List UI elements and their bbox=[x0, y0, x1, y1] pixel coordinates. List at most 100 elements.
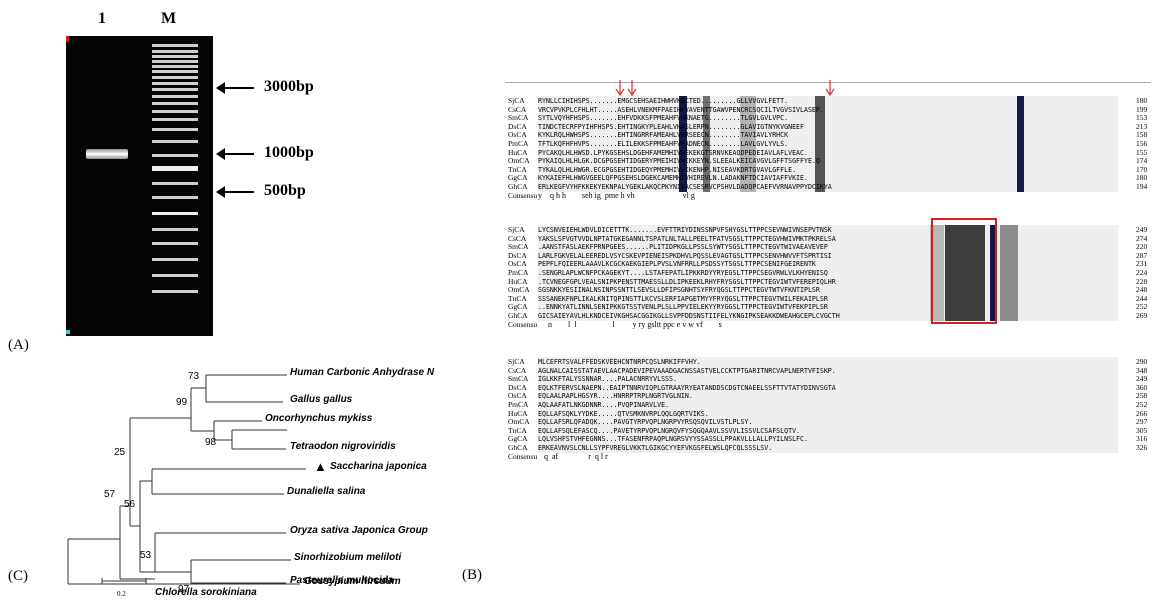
taxon-oryza: Oryza sativa Japonica Group bbox=[290, 525, 428, 536]
ladder-band bbox=[152, 70, 198, 73]
gel-image bbox=[66, 36, 213, 336]
red-arrows bbox=[615, 80, 835, 97]
sequence-row: TFTLKQFHFHVPS.......ELILEKKSFPMEAHFVHADN… bbox=[538, 140, 789, 148]
shade-b2-light bbox=[930, 225, 944, 321]
residue-count: 290 bbox=[1136, 357, 1148, 366]
species-name: OsCA bbox=[508, 259, 527, 269]
ladder-band bbox=[152, 82, 198, 85]
consensus-row: n l l l y ry gsltt ppc e v w vf s bbox=[538, 319, 722, 329]
sequence-row: AQLAAFATLNKGDNNR....PVQPINARVLVE. bbox=[538, 401, 670, 409]
arrow-500bp bbox=[216, 186, 254, 198]
species-name: OmCA bbox=[508, 285, 530, 295]
species-name: GgCA bbox=[508, 434, 528, 444]
sample-band bbox=[86, 149, 128, 159]
species-name: OmCA bbox=[508, 417, 530, 427]
panel-b-letter: (B) bbox=[462, 567, 482, 583]
species-name: DsCA bbox=[508, 121, 527, 131]
species-name: PmCA bbox=[508, 139, 529, 148]
species-name: SjCA bbox=[508, 225, 525, 234]
sequence-row: VRCVPVKPLCFHLHT.....ASEHLVNEKMFPAEIHFVAV… bbox=[538, 105, 824, 114]
sequence-row: YAKSLSFVGTVVDLNPTATGKEGANNLTSPATLNLTALLP… bbox=[538, 234, 836, 243]
shade-b2-mid bbox=[1000, 225, 1018, 321]
ladder-band bbox=[152, 95, 198, 98]
ladder-band bbox=[152, 102, 198, 105]
sequence-row: TINDCTECRFPYIHFHSPS.EHTINGKYPLEAHLVHASLE… bbox=[538, 122, 804, 131]
block2-bg bbox=[538, 225, 1118, 321]
species-name: DsCA bbox=[508, 250, 527, 260]
species-name: GgCA bbox=[508, 302, 528, 312]
marker-ladder bbox=[152, 44, 198, 293]
residue-count: 158 bbox=[1136, 130, 1148, 140]
species-name: PmCA bbox=[508, 268, 529, 277]
ladder-band bbox=[152, 76, 198, 79]
sequence-row: LYCSNVEIEHLWDVLDICETTTK.......EVFTTRIYDI… bbox=[538, 226, 832, 234]
ladder-band bbox=[152, 154, 198, 157]
phylogenetic-tree: 73 99 98 25 57 56 53 97 Human Carbonic A… bbox=[0, 350, 460, 602]
residue-count: 199 bbox=[1136, 104, 1148, 114]
ladder-band bbox=[152, 166, 198, 171]
bootstrap-97: 97 bbox=[178, 584, 190, 595]
sequence-row: .TCVNEGFGPLVEALSNIPKPENSTTMAESSLLDLIPKEE… bbox=[538, 277, 836, 286]
ladder-band bbox=[152, 88, 198, 91]
sequence-row: EQLAALRAPLHGSYR....HNRRPTRPLNGRTVGLNIN. bbox=[538, 392, 693, 401]
ladder-band bbox=[152, 60, 198, 63]
sequence-row: .AANSTFASLAEKFPRNPGEES......PLITIDPKGLLP… bbox=[538, 243, 828, 252]
scale-bar bbox=[101, 578, 147, 584]
taxon-tetraodon: Tetraodon nigroviridis bbox=[290, 441, 396, 452]
bootstrap-56: 56 bbox=[124, 499, 136, 510]
sequence-row: RYNLLCIHIHSPS.......EMGCSEHSAEIHWHVKECTE… bbox=[538, 97, 789, 105]
ladder-band bbox=[152, 50, 198, 53]
species-name: OsCA bbox=[508, 391, 527, 401]
sequence-row: SGSNKKYESIINALNSINPSSNTTLSEVSLLDFIPSGNHT… bbox=[538, 286, 820, 295]
ladder-band bbox=[152, 258, 198, 261]
species-name: GhCA bbox=[508, 311, 528, 320]
residue-count: 213 bbox=[1136, 121, 1148, 131]
taxon-sinorhizobium: Sinorhizobium meliloti bbox=[294, 552, 402, 563]
species-name: TnCA bbox=[508, 293, 527, 303]
species-name: HuCA bbox=[508, 147, 528, 157]
species-name: GgCA bbox=[508, 173, 528, 183]
tree-svg: 73 99 98 25 57 56 53 97 bbox=[67, 371, 306, 595]
species-name: TnCA bbox=[508, 164, 527, 174]
bootstrap-53: 53 bbox=[140, 550, 152, 561]
residue-count: 360 bbox=[1136, 382, 1148, 392]
top-rule bbox=[505, 82, 1151, 83]
sequence-row: EQLLAFSQKLYYDKE.....QTVSMKNVRPLQQLGQRTVI… bbox=[538, 409, 709, 418]
sequence-row: .SENGRLAPLWCNFPCKAGEKYT....LSTAFEPATLIPK… bbox=[538, 269, 828, 277]
ladder-band bbox=[152, 118, 198, 121]
species-name: DsCA bbox=[508, 382, 527, 392]
taxon-gossypium: Gossypium hirsuum bbox=[304, 576, 401, 587]
residue-count: 266 bbox=[1136, 408, 1148, 418]
lane-label-1: 1 bbox=[98, 10, 106, 27]
ladder-band bbox=[152, 128, 198, 131]
residue-count: 170 bbox=[1136, 164, 1148, 174]
species-name: OsCA bbox=[508, 130, 527, 140]
residue-count: 228 bbox=[1136, 276, 1148, 286]
consensus-label: Consensu bbox=[508, 451, 538, 461]
taxon-oncorhynchus: Oncorhynchus mykiss bbox=[265, 413, 373, 424]
lane-label-marker: M bbox=[161, 10, 177, 27]
residue-count: 180 bbox=[1136, 173, 1148, 183]
residue-count: 244 bbox=[1136, 293, 1148, 303]
bootstrap-25: 25 bbox=[114, 447, 126, 458]
species-name: GhCA bbox=[508, 443, 528, 452]
label-500bp: 500bp bbox=[264, 182, 306, 199]
residue-count: 231 bbox=[1136, 259, 1148, 269]
ladder-band bbox=[152, 55, 198, 58]
arrow-1000bp bbox=[216, 148, 254, 160]
residue-count: 224 bbox=[1136, 268, 1148, 277]
residue-count: 326 bbox=[1136, 443, 1148, 452]
species-name: HuCA bbox=[508, 276, 528, 286]
block3-bg bbox=[538, 357, 1118, 453]
sequence-row: SSSANEKFNPLIKALKNITQPINSTTLKCVSLERFIAPGE… bbox=[538, 294, 828, 303]
panel-c-letter: (C) bbox=[8, 568, 28, 584]
species-name: CsCA bbox=[508, 233, 527, 243]
shade-b2-navy bbox=[990, 225, 997, 321]
residue-count: 174 bbox=[1136, 156, 1148, 166]
taxon-dunaliella: Dunaliella salina bbox=[287, 486, 366, 497]
residue-count: 305 bbox=[1136, 425, 1148, 435]
label-3000bp: 3000bp bbox=[264, 78, 314, 95]
sequence-row: PYKAIQLHLHLGK.DCGPGSEHTIDGERYPMEIHIVHIKK… bbox=[538, 157, 820, 166]
sequence-row: AGLNALCAISSTATAEVLAACPADEVIPEVAAADGACNSS… bbox=[538, 366, 836, 375]
